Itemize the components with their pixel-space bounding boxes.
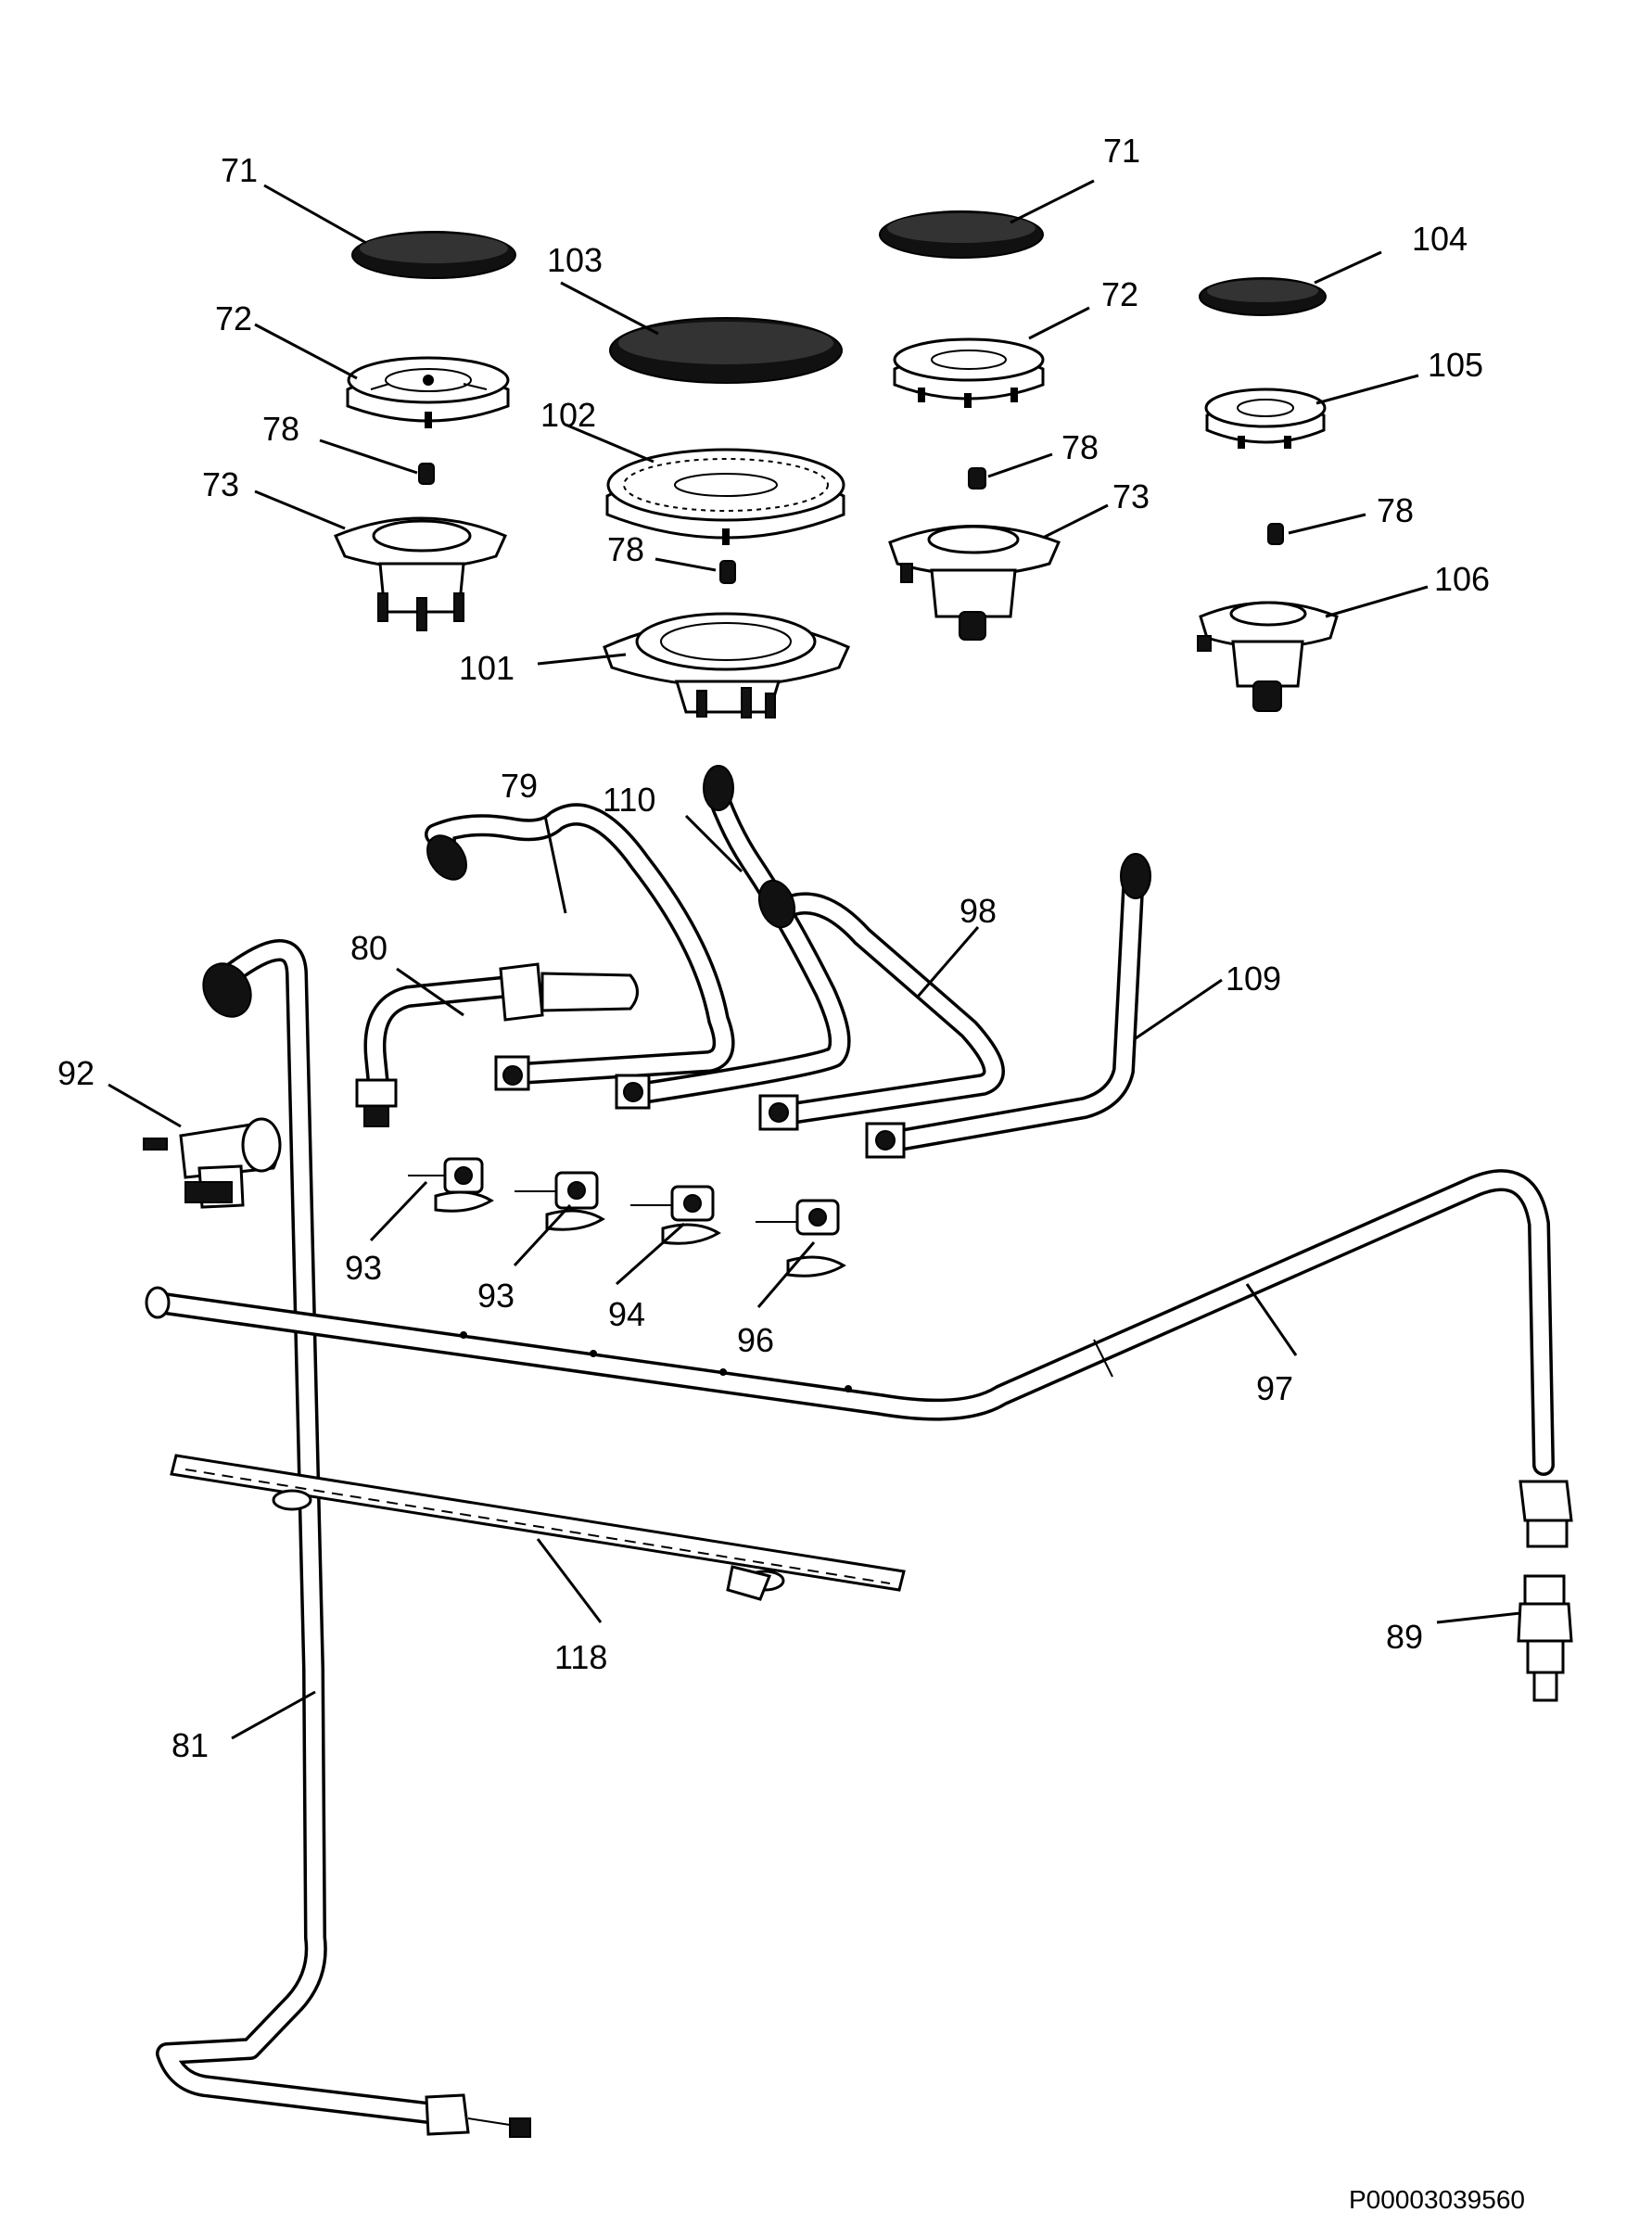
callout-73-right: 73 (1112, 477, 1150, 515)
injector-78-a (418, 463, 435, 485)
callout-72-left: 72 (215, 299, 252, 337)
callout-101: 101 (459, 649, 515, 687)
burner-crown-72-left (346, 356, 510, 428)
callout-78-a: 78 (262, 410, 299, 448)
gas-pipe-98 (757, 879, 1005, 1131)
injector-78-d (1267, 523, 1284, 545)
callout-98: 98 (959, 892, 997, 930)
gas-connector-89 (1517, 1574, 1573, 1702)
callout-96: 96 (737, 1321, 774, 1359)
document-id: P00003039560 (1349, 2185, 1525, 2214)
gas-manifold-97 (145, 1169, 1573, 1548)
gas-pipe-110 (615, 765, 851, 1110)
gas-pipe-79 (425, 803, 735, 1091)
callout-103: 103 (547, 241, 603, 279)
callout-93-b: 93 (477, 1277, 515, 1315)
ignition-switch-94 (630, 1185, 721, 1245)
burner-crown-102 (605, 448, 845, 545)
burner-cap-104 (1199, 277, 1327, 316)
callout-97: 97 (1256, 1369, 1293, 1407)
callout-102: 102 (540, 396, 596, 434)
burner-crown-105 (1204, 388, 1327, 449)
callout-118: 118 (554, 1638, 607, 1676)
burner-cap-71-left (351, 231, 516, 279)
ignition-switch-93-a (408, 1157, 494, 1213)
burner-base-73-right (888, 525, 1061, 641)
burner-cap-71-right (879, 210, 1044, 259)
gas-pipe-81 (156, 939, 531, 2138)
callout-labels: 71 103 72 78 73 102 101 71 72 78 73 104 … (57, 132, 1490, 1764)
gas-pipe-80 (355, 962, 639, 1127)
callout-81: 81 (172, 1726, 209, 1764)
ignition-switch-96 (756, 1199, 846, 1278)
callout-71-left: 71 (221, 151, 258, 189)
burner-base-73-left (333, 516, 508, 631)
ignition-switch-93-b (515, 1171, 605, 1231)
gas-tap-92 (143, 1117, 282, 1209)
callout-109: 109 (1226, 960, 1281, 998)
callout-93-a: 93 (345, 1249, 382, 1287)
callout-89: 89 (1386, 1618, 1423, 1656)
callout-78-c: 78 (607, 530, 644, 568)
callout-92: 92 (57, 1054, 95, 1092)
burner-cap-103 (609, 317, 843, 384)
leader-lines (108, 179, 1521, 1740)
gas-pipe-109 (865, 853, 1151, 1159)
burner-base-106 (1197, 601, 1339, 712)
callout-72-right: 72 (1101, 275, 1138, 313)
callout-106: 106 (1434, 560, 1490, 598)
callout-94: 94 (608, 1295, 645, 1333)
mounting-bracket-118 (170, 1454, 906, 1601)
callout-78-b: 78 (1061, 428, 1099, 466)
burner-base-101 (603, 612, 850, 718)
injector-78-b (968, 467, 986, 490)
burner-crown-72-right (893, 337, 1045, 408)
callout-104: 104 (1412, 220, 1468, 258)
injector-78-c (719, 560, 736, 584)
callout-71-right: 71 (1103, 132, 1140, 170)
callout-73-left: 73 (202, 465, 239, 503)
callout-79: 79 (501, 767, 538, 805)
callout-105: 105 (1428, 346, 1483, 384)
callout-110: 110 (603, 781, 655, 819)
callout-80: 80 (350, 929, 388, 967)
callout-78-d: 78 (1377, 491, 1414, 529)
